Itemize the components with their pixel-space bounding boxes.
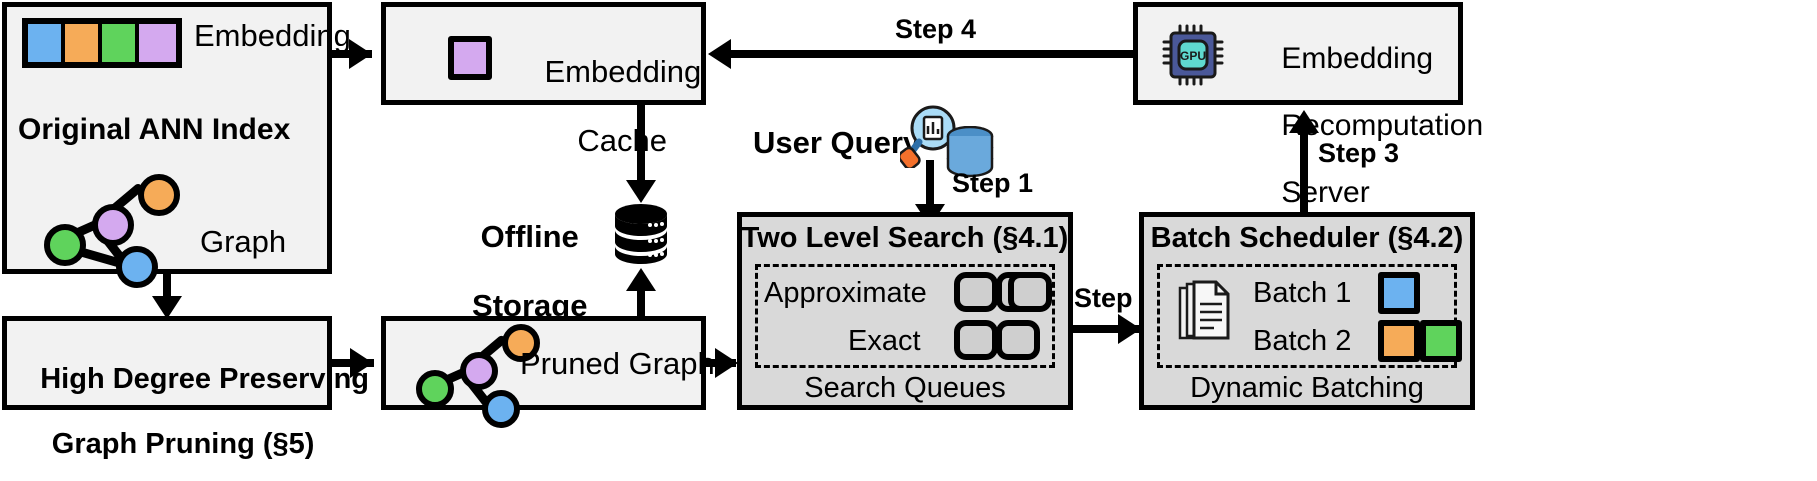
offline-storage-label-line1: Offline: [480, 218, 579, 254]
step-1-label: Step 1: [952, 168, 1034, 198]
graph-node-blue: [482, 390, 520, 428]
search-queue-slot: [954, 320, 998, 360]
embedding-cache-title-line1: Embedding: [544, 53, 702, 89]
graph-node-green: [44, 224, 86, 266]
batch-2-color-green: [1420, 320, 1462, 362]
search-queue-slot: [954, 272, 998, 312]
search-queues-footer: Search Queues: [804, 372, 1006, 404]
embedding-strip: [22, 18, 182, 68]
magnifier-document-icon: [900, 104, 962, 168]
graph-node-orange: [502, 324, 540, 362]
dynamic-batching-dashed-region: [1157, 264, 1457, 368]
embedding-cell-blue: [28, 24, 66, 62]
gpu-icon-text: GPU: [1180, 49, 1206, 63]
arrow-step4-line: [730, 50, 1135, 58]
search-queues-dashed-region: [755, 264, 1055, 368]
database-stack-icon: [945, 126, 995, 178]
arrow-step1-line: [926, 160, 934, 216]
arrow-index-to-pruning-head: [152, 296, 182, 319]
step-4-label: Step 4: [895, 14, 977, 44]
search-queue-slot: [1008, 272, 1052, 312]
graph-node-purple: [460, 352, 498, 390]
recomputation-server-title-line3: Server: [1281, 175, 1370, 209]
embedding-cell-green: [102, 24, 140, 62]
arrow-index-to-pruning-line: [163, 274, 171, 312]
gpu-chip-icon: GPU: [1162, 24, 1224, 86]
arrow-step4-head: [708, 39, 731, 69]
embedding-cache-title: Embedding Cache: [510, 20, 702, 194]
graph-node-green: [416, 370, 454, 408]
embedding-cache-panel: [381, 2, 706, 105]
arrow-index-to-cache-head: [349, 39, 372, 69]
batch-1-label: Batch 1: [1253, 277, 1352, 309]
pruned-graph-label: Pruned Graph: [520, 346, 715, 381]
embedding-cell-purple: [139, 24, 176, 62]
recomputation-server-title-line1: Embedding: [1281, 41, 1434, 75]
embedding-cache-icon: [448, 36, 492, 80]
step-3-label: Step 3: [1318, 138, 1400, 168]
pruned-graph-visual: [412, 322, 540, 428]
arrow-step2-line: [1073, 325, 1139, 333]
recomputation-server-title-line2: Recomputation: [1281, 108, 1484, 142]
user-query-label: User Query: [753, 125, 921, 160]
arrow-pruning-to-pruned-head: [350, 348, 373, 378]
arrow-cache-to-storage-line: [637, 105, 645, 187]
search-queue-slot: [996, 320, 1040, 360]
arrow-step2-head: [1118, 314, 1141, 344]
original-index-graph: [38, 170, 180, 288]
arrow-step3-head: [1289, 110, 1319, 133]
graph-pruning-title-line1: High Degree Preserving: [40, 363, 370, 396]
graph-pruning-title: High Degree Preserving Graph Pruning (§5…: [8, 331, 369, 481]
search-row-label-exact: Exact: [848, 325, 921, 357]
graph-node-purple: [92, 204, 134, 246]
batch-2-color-orange: [1378, 320, 1420, 362]
batch-1-color-blue: [1378, 272, 1420, 314]
original-ann-index-title: Original ANN Index: [18, 113, 291, 146]
graph-node-blue: [116, 246, 158, 288]
embedding-label: Embedding: [194, 18, 351, 53]
documents-stack-icon: [1176, 280, 1232, 346]
batch-2-label: Batch 2: [1253, 325, 1352, 357]
arrow-pruned-to-search-head: [715, 348, 738, 378]
embedding-cell-orange: [65, 24, 103, 62]
arrow-cache-to-storage-head: [626, 180, 656, 203]
search-row-label-approximate: Approximate: [764, 277, 927, 309]
arrow-pruned-to-storage-head: [626, 268, 656, 291]
graph-node-orange: [138, 174, 180, 216]
arrow-step3-line: [1300, 126, 1308, 212]
database-cylinder-icon: [612, 203, 670, 265]
dynamic-batching-footer: Dynamic Batching: [1190, 372, 1424, 404]
graph-pruning-panel: [2, 316, 332, 410]
arrow-pruned-to-storage-line: [637, 284, 645, 324]
embedding-cache-title-line2: Cache: [577, 123, 668, 159]
batch-scheduler-title: Batch Scheduler (§4.2): [1150, 222, 1464, 254]
graph-label: Graph: [200, 224, 287, 259]
graph-pruning-title-line2: Graph Pruning (§5): [51, 428, 315, 461]
two-level-search-title: Two Level Search (§4.1): [741, 222, 1069, 254]
recomputation-server-title: Embedding Recomputation Server: [1248, 8, 1483, 243]
